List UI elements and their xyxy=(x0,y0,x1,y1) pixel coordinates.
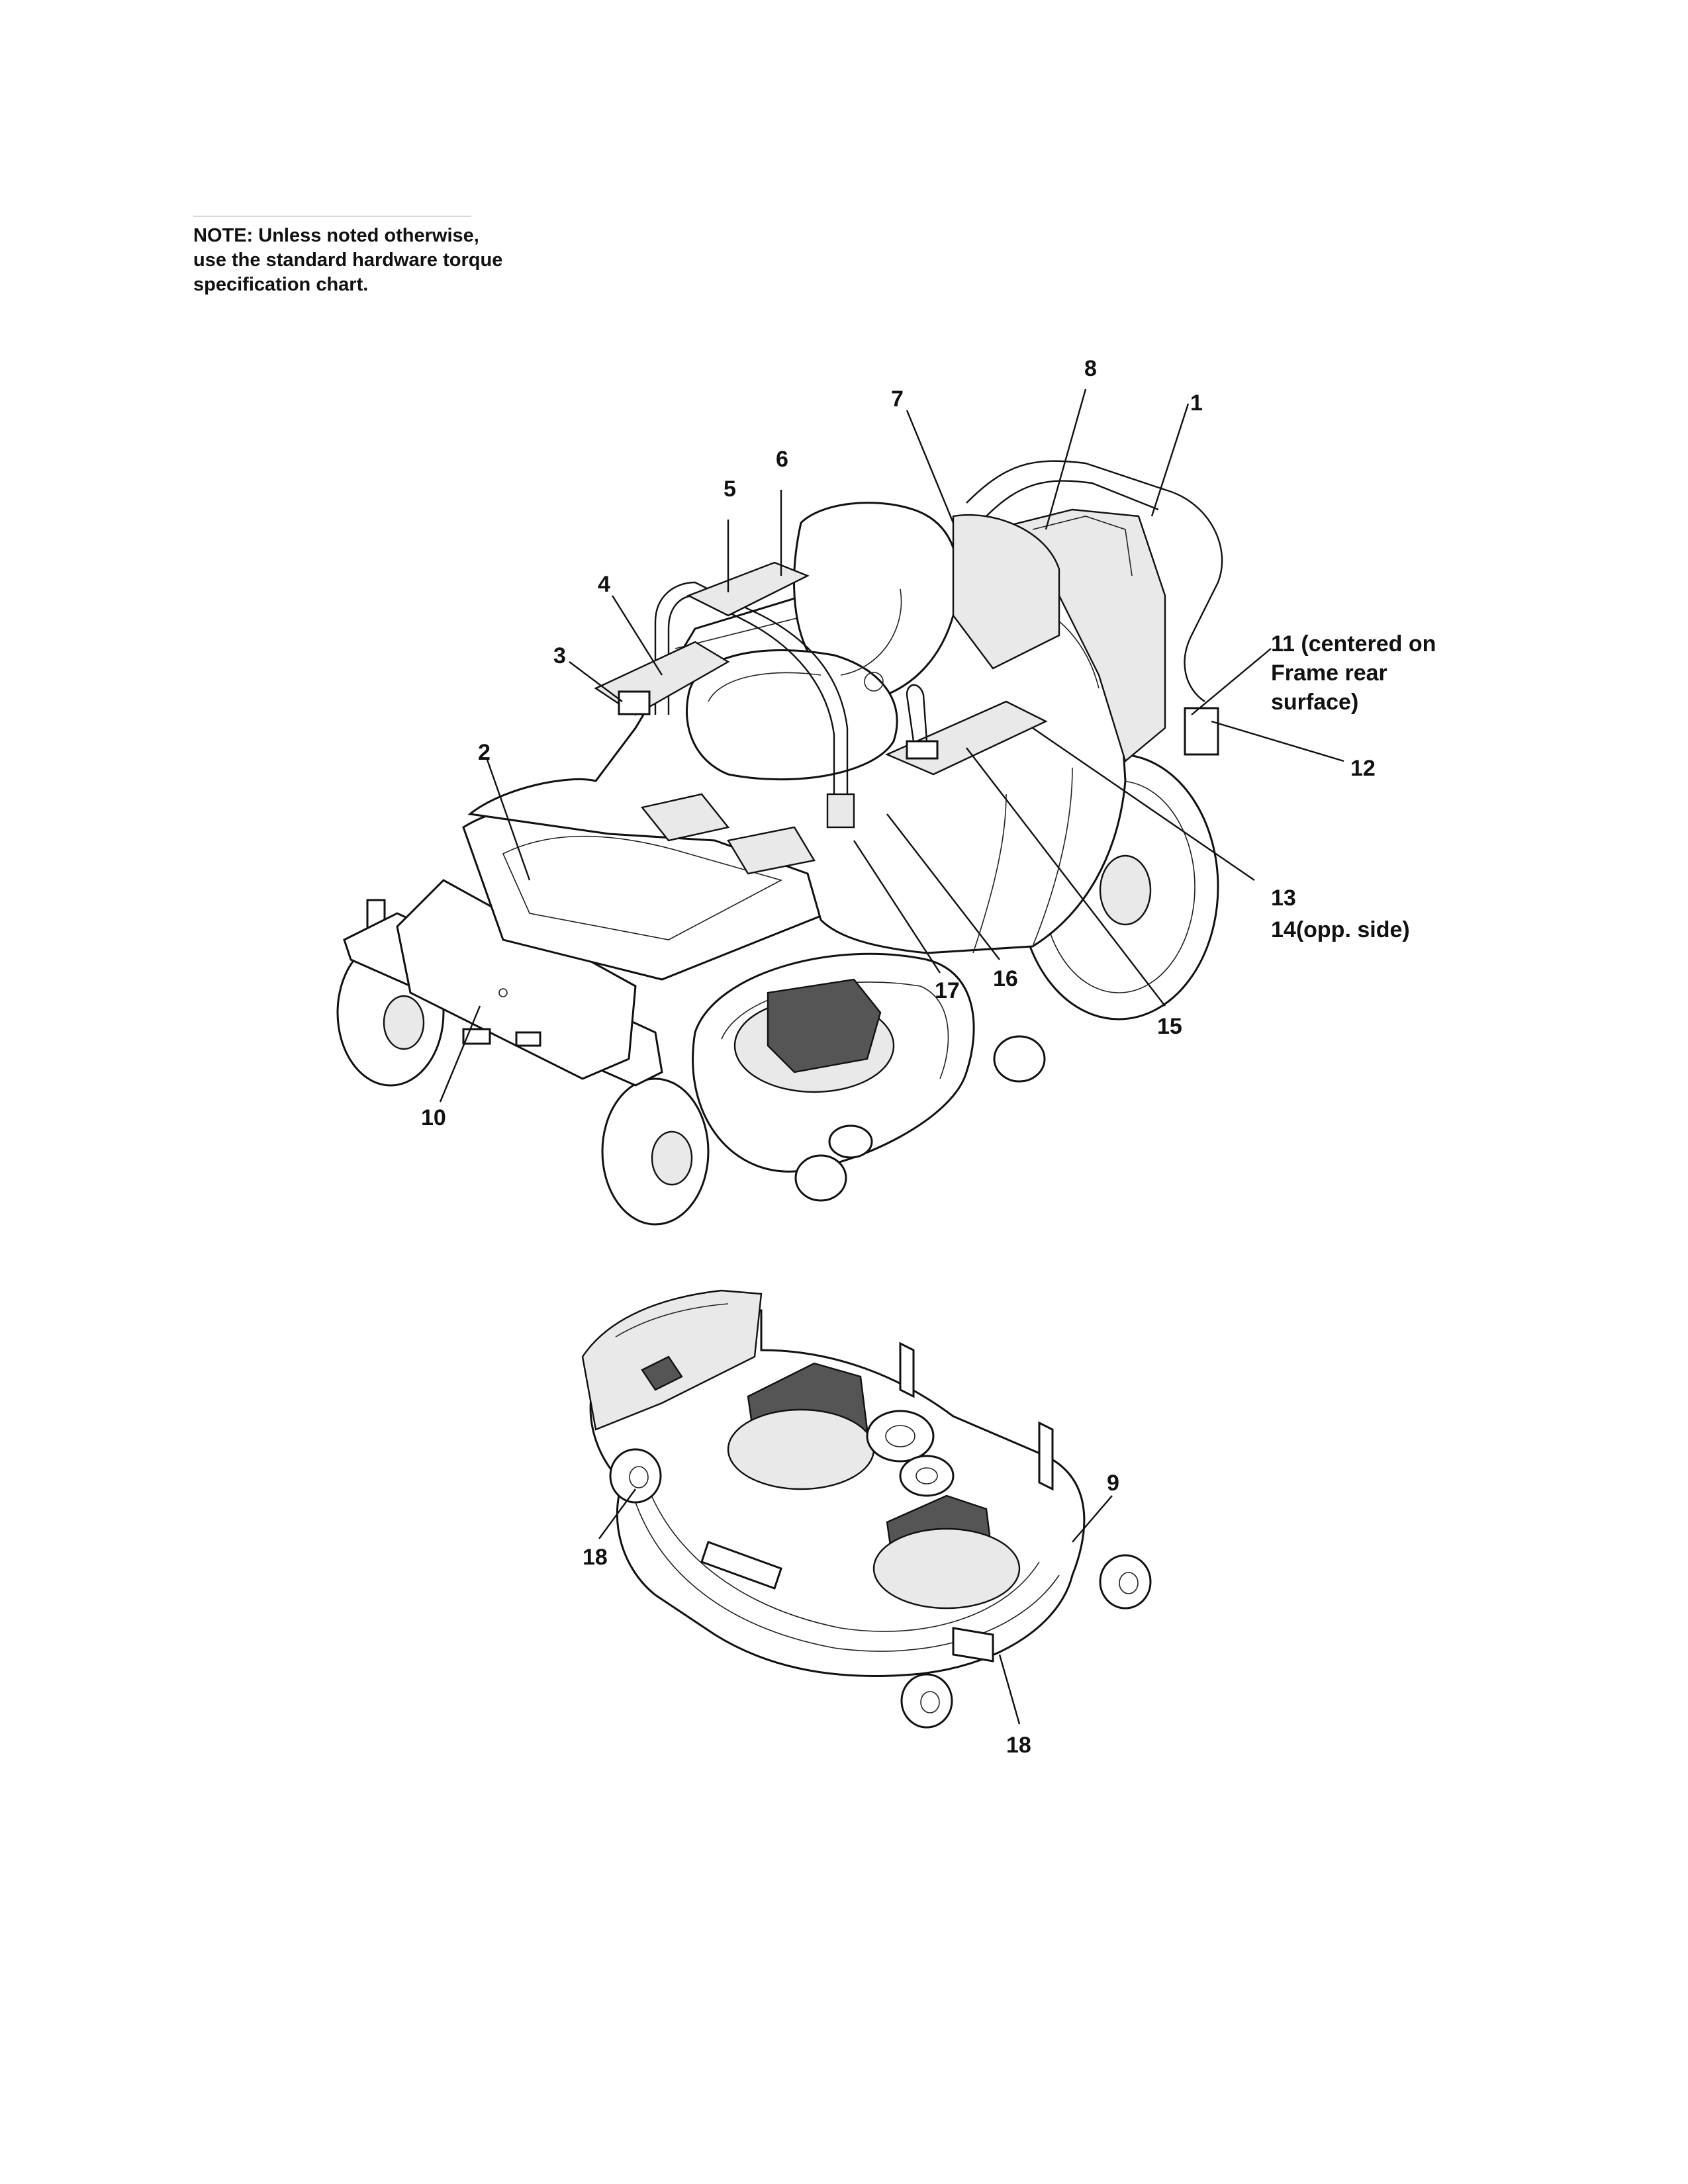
callouts-top: 1 2 3 4 5 6 7 8 10 11 (centered on Frame… xyxy=(421,356,1436,1130)
control-lever-left xyxy=(654,581,749,715)
deck-bracket-rear xyxy=(899,1342,915,1398)
callout-18-left: 18 xyxy=(583,1545,608,1570)
callout-16: 16 xyxy=(993,966,1018,991)
callout-3: 3 xyxy=(553,643,566,668)
callouts-bottom: 9 18 18 xyxy=(583,1471,1119,1758)
note-line-1: NOTE: Unless noted otherwise, xyxy=(193,225,479,246)
storage-tray-left xyxy=(640,793,730,842)
callout-12: 12 xyxy=(1350,756,1376,781)
callout-5: 5 xyxy=(724,477,736,502)
callout-4: 4 xyxy=(598,572,610,597)
callout-14: 14(opp. side) xyxy=(1271,917,1410,942)
gauge-wheel-left xyxy=(609,1448,662,1504)
callout-8: 8 xyxy=(1084,356,1097,381)
leader-lines-top xyxy=(439,388,1344,1103)
spindle-pulley xyxy=(899,1455,955,1497)
callout-11-line-2: Frame rear xyxy=(1271,660,1387,686)
deck-wheel-front xyxy=(794,1154,847,1202)
wheel-hub xyxy=(1099,854,1152,926)
control-lever-right xyxy=(747,608,849,807)
deck-bracket-right xyxy=(1038,1421,1054,1491)
callout-6: 6 xyxy=(776,447,788,472)
discharge-chute xyxy=(581,1289,763,1431)
callout-13: 13 xyxy=(1271,886,1296,911)
leader-lines-bottom xyxy=(598,1488,1113,1725)
callout-11-line-1: 11 (centered on xyxy=(1271,631,1436,657)
note-line-2: use the standard hardware torque xyxy=(193,250,503,271)
callout-18-bottom: 18 xyxy=(1006,1733,1031,1758)
torque-note: NOTE: Unless noted otherwise, use the st… xyxy=(193,224,564,297)
rear-frame-guard xyxy=(966,460,1223,702)
deck-pulley-cover xyxy=(767,978,882,1073)
gauge-wheel-front xyxy=(900,1673,953,1729)
fuel-cap xyxy=(618,690,651,715)
note-line-3: specification chart. xyxy=(193,274,369,295)
callout-7: 7 xyxy=(891,387,904,412)
callout-17: 17 xyxy=(935,978,960,1003)
callout-2: 2 xyxy=(478,740,491,765)
callout-10: 10 xyxy=(421,1105,446,1130)
mower-illustration xyxy=(336,460,1223,1226)
rear-frame-plate xyxy=(1184,707,1219,756)
deck-illustration xyxy=(581,1289,1152,1729)
deck-hanger-front xyxy=(700,1541,782,1590)
storage-tray-right xyxy=(727,826,816,875)
callout-9: 9 xyxy=(1107,1471,1119,1496)
callout-1: 1 xyxy=(1190,390,1203,416)
callout-15: 15 xyxy=(1157,1014,1182,1039)
front-bumper xyxy=(396,879,637,1080)
callout-11-line-3: surface) xyxy=(1271,690,1358,715)
gauge-wheel-right xyxy=(1099,1554,1152,1610)
idler-pulley xyxy=(866,1410,935,1463)
deck-wheel-right xyxy=(993,1035,1046,1083)
